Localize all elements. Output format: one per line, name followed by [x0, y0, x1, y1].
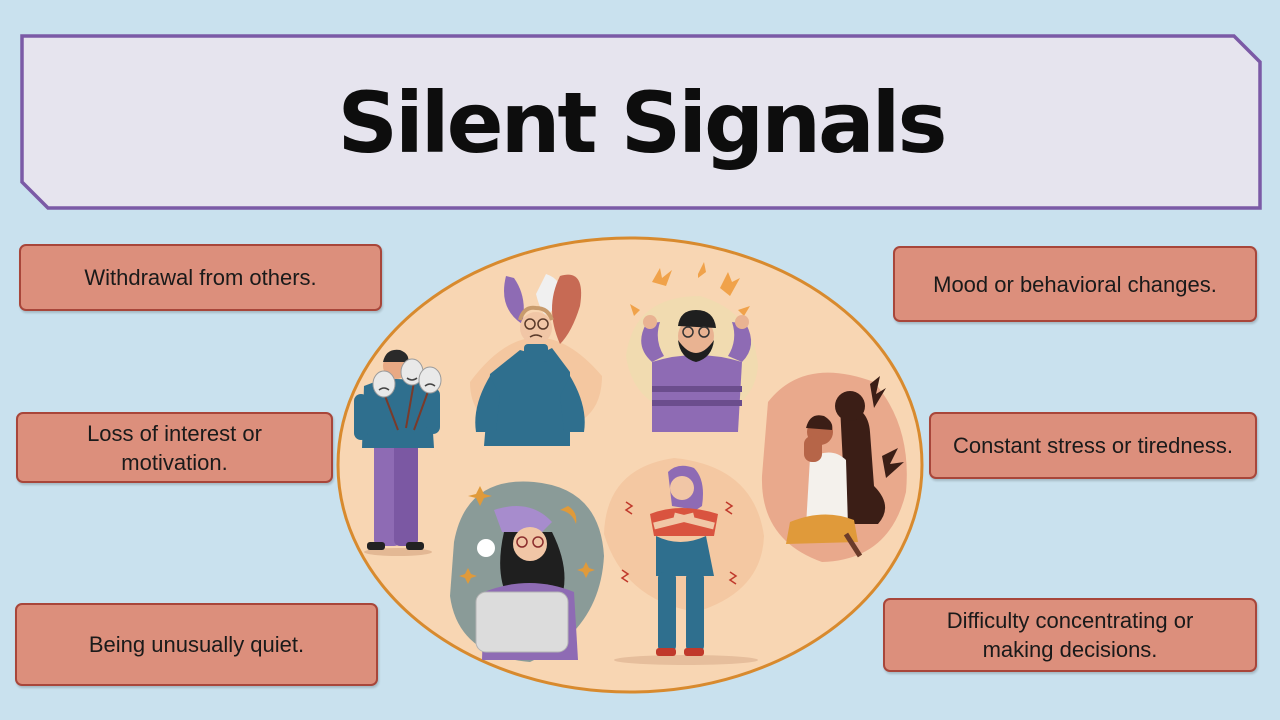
- kneeling-person-figure: [761, 372, 907, 562]
- uncomfortable-person-figure: [604, 458, 764, 665]
- signal-label: Withdrawal from others.: [84, 265, 317, 290]
- signal-label: Being unusually quiet.: [88, 632, 305, 657]
- signal-card-difficulty-concentrating: Difficulty concentrating or making decis…: [883, 598, 1257, 672]
- page-title: Silent Signals: [337, 74, 948, 172]
- person-with-masks-figure: [354, 349, 442, 556]
- anxious-person-figure: [470, 274, 602, 446]
- signal-label: Constant stress or tiredness.: [952, 433, 1233, 458]
- signal-label: Mood or behavioral changes.: [933, 271, 1217, 297]
- signal-card-stress-tiredness: Constant stress or tiredness.: [929, 412, 1257, 479]
- signal-label: Difficulty concentrating or making decis…: [946, 608, 1194, 662]
- signal-card-unusually-quiet: Being unusually quiet.: [15, 603, 378, 686]
- title-banner: Silent Signals: [18, 32, 1264, 212]
- signal-card-loss-of-interest: Loss of interest or motivation.: [16, 412, 333, 483]
- signal-label: Loss of interest or motivation.: [87, 420, 262, 475]
- signal-card-mood-changes: Mood or behavioral changes.: [893, 246, 1257, 322]
- signal-card-withdrawal: Withdrawal from others.: [19, 244, 382, 311]
- stressed-bearded-man-figure: [626, 262, 758, 432]
- sleepless-person-figure: [450, 481, 604, 662]
- title-banner-shape: [20, 34, 1262, 210]
- illustration-oval: [336, 236, 924, 694]
